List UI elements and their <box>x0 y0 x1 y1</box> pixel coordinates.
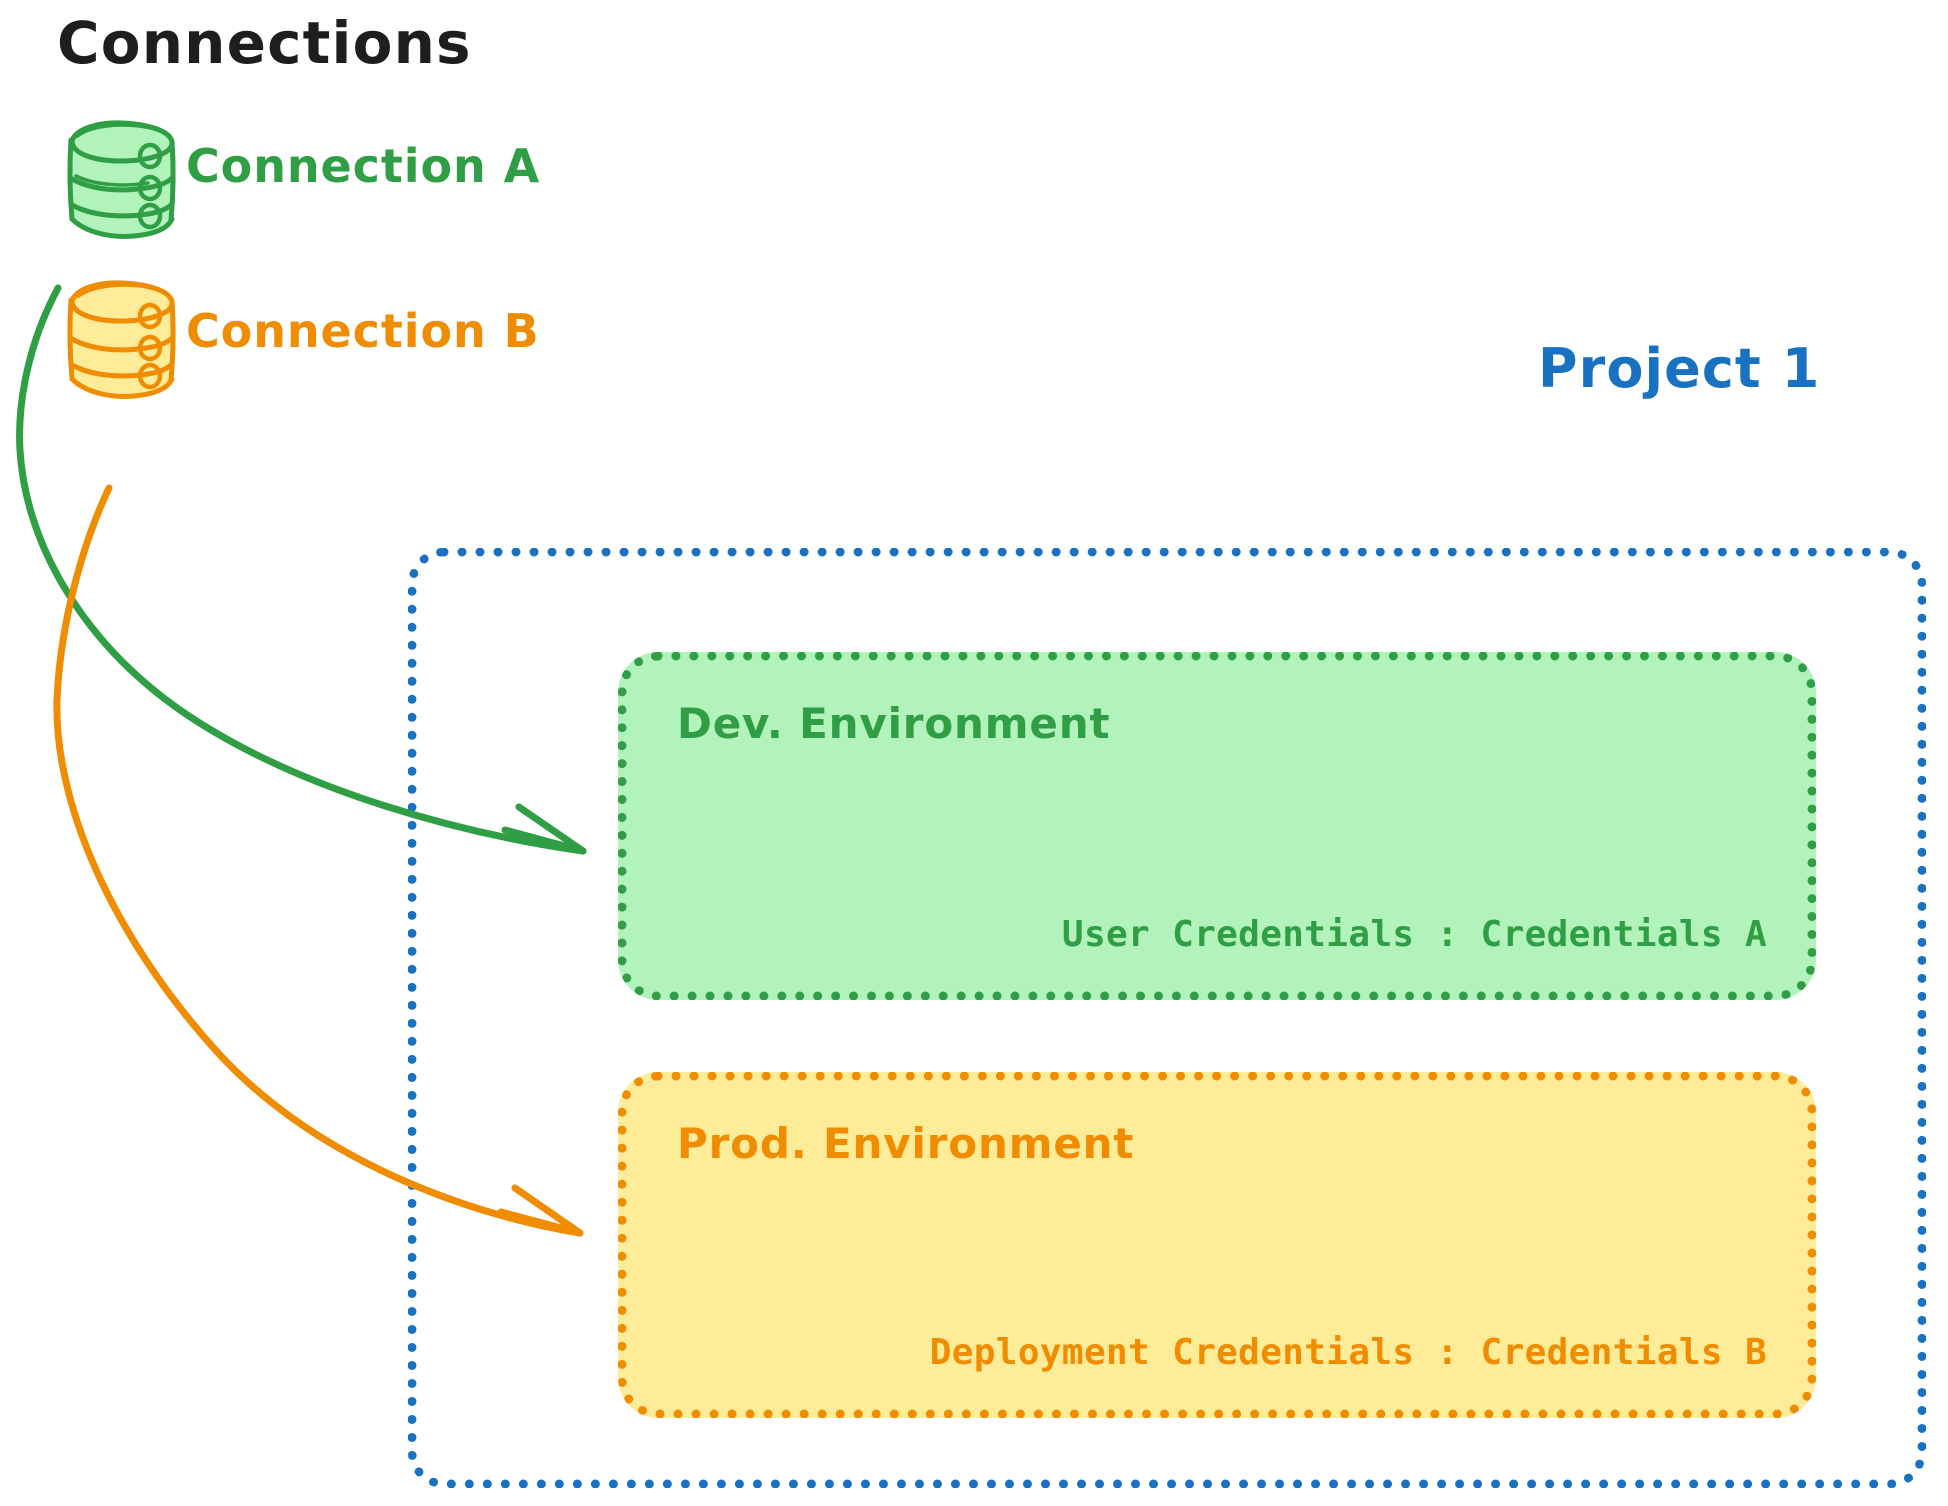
connections-heading: Connections <box>57 9 472 77</box>
prod-environment-credentials: Deployment Credentials : Credentials B <box>929 1332 1767 1373</box>
dev-environment-box[interactable]: Dev. Environment User Credentials : Cred… <box>618 652 1816 1000</box>
connection-b-label: Connection B <box>186 304 540 358</box>
connection-a-label: Connection A <box>186 139 541 193</box>
database-icon[interactable] <box>67 120 176 239</box>
database-icon[interactable] <box>67 280 176 399</box>
dev-environment-title: Dev. Environment <box>677 699 1111 748</box>
prod-environment-title: Prod. Environment <box>677 1119 1135 1168</box>
prod-environment-box[interactable]: Prod. Environment Deployment Credentials… <box>618 1072 1816 1418</box>
project-title: Project 1 <box>1538 337 1821 400</box>
dev-environment-credentials: User Credentials : Credentials A <box>1061 914 1767 955</box>
